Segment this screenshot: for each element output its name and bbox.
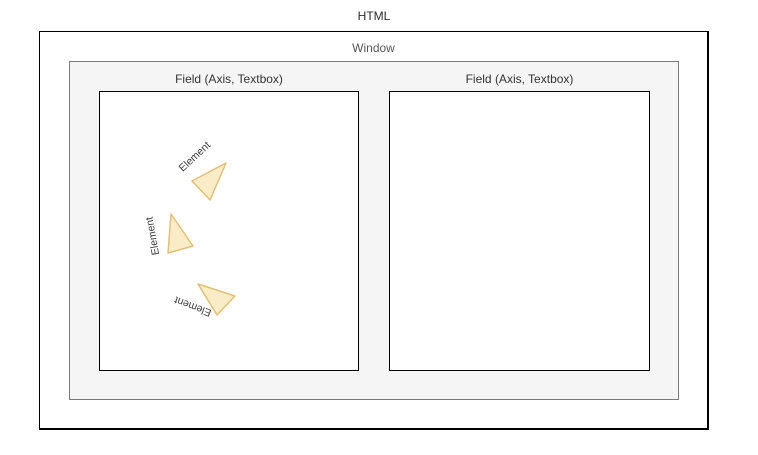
html-container: Window Field (Axis, Textbox) Field (Axis… [39,31,709,430]
element-triangle[interactable] [197,283,236,316]
field-canvas-right[interactable] [389,91,650,371]
field-label-left: Field (Axis, Textbox) [175,72,283,86]
element-label: Element [144,216,163,256]
element-triangle[interactable] [191,162,227,201]
window-label: Window [352,41,395,55]
field-canvas-right-svg [390,92,649,370]
element-triangle[interactable] [167,213,194,254]
element-label: Element [177,139,213,174]
field-label-right: Field (Axis, Textbox) [465,72,574,86]
html-title: HTML [357,9,391,23]
window-panel: Field (Axis, Textbox) Field (Axis, Textb… [69,61,679,400]
